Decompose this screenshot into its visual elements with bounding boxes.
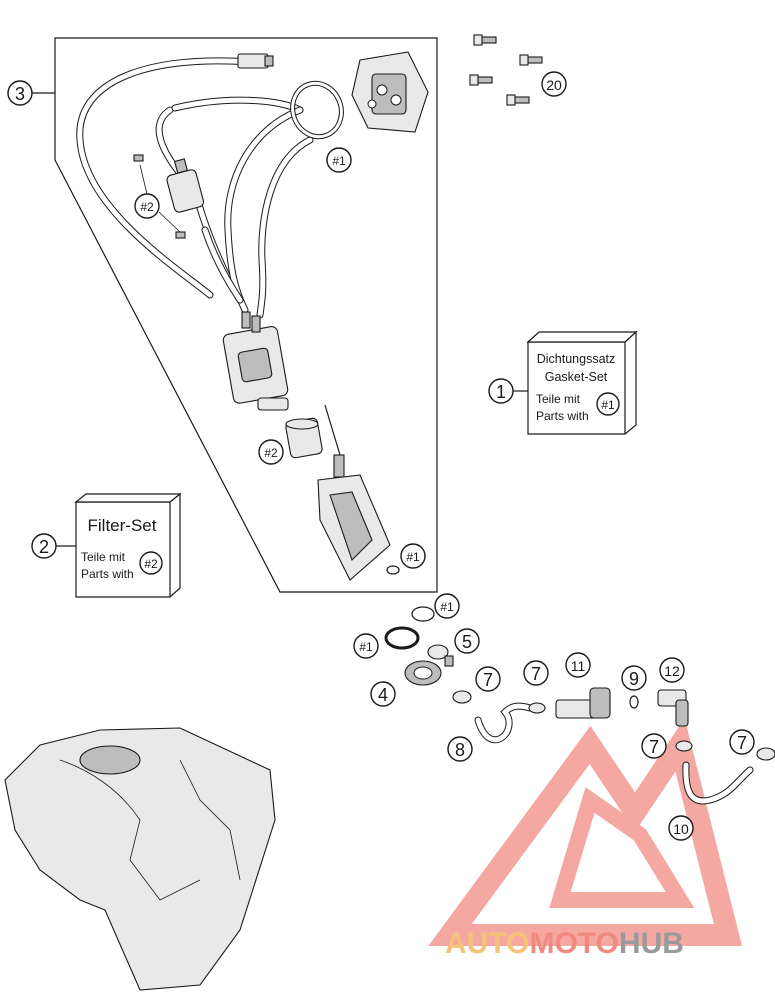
watermark-moto: MOTO bbox=[529, 927, 618, 960]
svg-text:9: 9 bbox=[629, 669, 639, 689]
callout-7b: 7 bbox=[523, 660, 549, 686]
filter-set-ref: #2 bbox=[144, 557, 158, 571]
ref-1-ring: #1 bbox=[326, 147, 352, 173]
hose-8 bbox=[474, 702, 546, 744]
watermark-auto: AUTO bbox=[445, 927, 529, 960]
filter-set-title: Filter-Set bbox=[88, 516, 157, 535]
callout-11: 11 bbox=[565, 652, 591, 678]
svg-text:10: 10 bbox=[673, 821, 689, 837]
callout-9: 9 bbox=[621, 665, 647, 691]
ref-1-top-oring: #1 bbox=[434, 593, 460, 619]
svg-text:11: 11 bbox=[571, 658, 586, 674]
svg-text:#1: #1 bbox=[406, 550, 420, 564]
svg-text:7: 7 bbox=[483, 670, 493, 690]
svg-text:#2: #2 bbox=[264, 446, 278, 460]
svg-text:7: 7 bbox=[531, 664, 541, 684]
filter-set-box: Filter-Set Teile mit Parts with #2 bbox=[74, 492, 182, 598]
elbow-connector-12 bbox=[657, 689, 689, 727]
pump-bracket bbox=[222, 311, 289, 411]
svg-text:1: 1 bbox=[496, 382, 506, 402]
wire-harness bbox=[76, 53, 274, 299]
callout-8: 8 bbox=[447, 736, 473, 762]
ref-2-sock: #2 bbox=[258, 439, 284, 465]
watermark-text: AUTOMOTOHUB bbox=[445, 927, 684, 960]
callout-7d: 7 bbox=[729, 729, 755, 755]
svg-text:5: 5 bbox=[462, 632, 472, 652]
ref-1-pump-oring: #1 bbox=[400, 543, 426, 569]
svg-text:7: 7 bbox=[737, 733, 747, 753]
callout-7c: 7 bbox=[641, 733, 667, 759]
gasket-set-title1: Dichtungssatz bbox=[537, 352, 616, 366]
svg-text:7: 7 bbox=[649, 737, 659, 757]
fuel-pump bbox=[317, 404, 400, 581]
callout-1: 1 bbox=[488, 378, 528, 404]
filter-set-line2: Parts with bbox=[81, 567, 134, 581]
ring-gasket bbox=[290, 80, 344, 140]
pump-flange bbox=[351, 51, 429, 133]
filter-set-line1: Teile mit bbox=[81, 550, 126, 564]
gasket-set-line2: Parts with bbox=[536, 409, 589, 423]
gasket-set-line1: Teile mit bbox=[536, 392, 581, 406]
callout-4: 4 bbox=[370, 681, 396, 707]
svg-text:#1: #1 bbox=[440, 600, 454, 614]
gasket-set-ref: #1 bbox=[601, 398, 615, 412]
assembly-frame bbox=[54, 37, 438, 593]
svg-text:2: 2 bbox=[39, 537, 49, 557]
svg-text:3: 3 bbox=[15, 84, 25, 104]
inline-fuel-filter bbox=[133, 154, 205, 239]
strainer-sock bbox=[285, 417, 323, 459]
callout-3: 3 bbox=[7, 80, 33, 106]
orings-seals bbox=[384, 606, 472, 704]
quick-connector-11 bbox=[555, 687, 639, 719]
callout-20: 20 bbox=[541, 71, 567, 97]
svg-text:#2: #2 bbox=[140, 200, 154, 214]
watermark-hub: HUB bbox=[619, 927, 684, 960]
bolts bbox=[469, 34, 543, 106]
fuel-tank bbox=[4, 727, 276, 991]
svg-text:#1: #1 bbox=[359, 640, 373, 654]
callout-12: 12 bbox=[659, 657, 685, 683]
ref-1-left-oring: #1 bbox=[353, 633, 379, 659]
hose-10 bbox=[675, 740, 775, 805]
callout-10: 10 bbox=[668, 815, 694, 841]
gasket-set-title2: Gasket-Set bbox=[545, 370, 608, 384]
callout-2: 2 bbox=[31, 533, 76, 559]
watermark-logo-icon bbox=[428, 718, 743, 946]
callout-7a: 7 bbox=[475, 666, 501, 692]
svg-text:#1: #1 bbox=[332, 154, 346, 168]
svg-text:AUTOMOTOHUB: AUTOMOTOHUB bbox=[445, 927, 684, 960]
ref-2-filter: #2 bbox=[134, 164, 181, 233]
callout-5: 5 bbox=[454, 628, 480, 654]
svg-text:8: 8 bbox=[455, 740, 465, 760]
svg-text:4: 4 bbox=[378, 685, 388, 705]
svg-text:20: 20 bbox=[546, 77, 562, 93]
gasket-set-box: Dichtungssatz Gasket-Set Teile mit Parts… bbox=[526, 330, 638, 435]
svg-text:12: 12 bbox=[664, 663, 680, 679]
